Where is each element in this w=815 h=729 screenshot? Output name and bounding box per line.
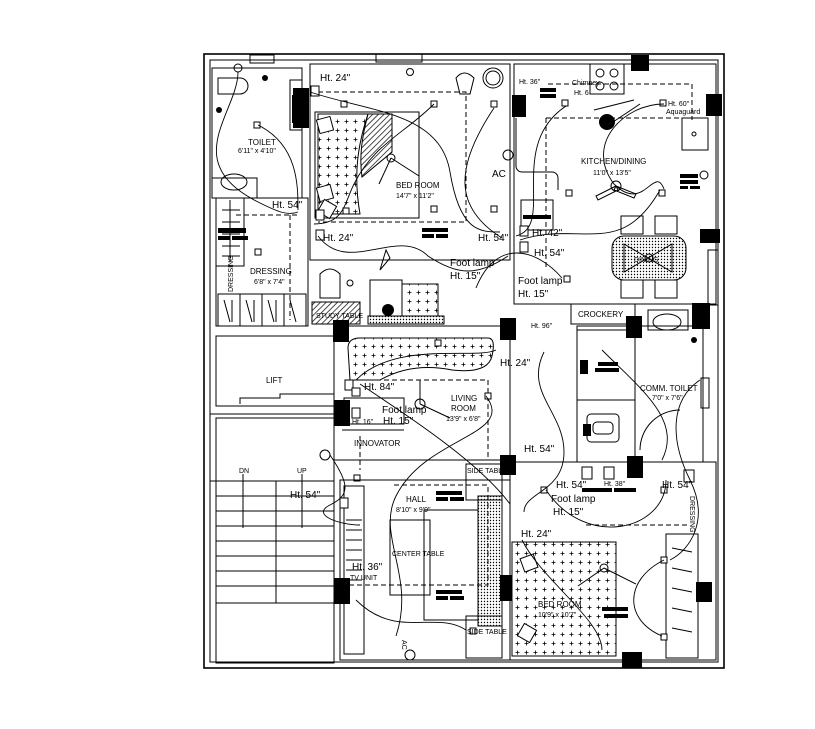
side-table-label-1: SIDE TABLE [467, 468, 507, 475]
living-label: LIVING [451, 394, 477, 403]
annotation: Ht. 54" [556, 480, 587, 491]
annotation: Ht. 15" [553, 507, 584, 518]
crockery-label: CROCKERY [578, 310, 624, 319]
chimney-label: Chimney [572, 80, 600, 87]
annotation: Foot lamp [518, 276, 563, 287]
annotation: Aquaguard [666, 109, 700, 116]
toilet-label: TOILET [248, 138, 276, 147]
annotation: Ht. 36" [352, 562, 383, 573]
annotation: Foot lamp [450, 258, 495, 269]
annotation: Ht. 36" [519, 79, 541, 86]
annotation: Ht. 54" [478, 233, 509, 244]
annotation: Ht. 84" [364, 382, 395, 393]
bedroom1-size: 14'7" x 11'2" [396, 193, 434, 200]
annotation: Ht. 6 [574, 90, 589, 97]
annotation: Ht. 54" [524, 444, 555, 455]
dressing-vertical-label-2: DRESSING [688, 496, 695, 533]
lift-label: LIFT [266, 376, 283, 385]
annotation: Ht. 15" [450, 271, 481, 282]
annotation: Ht. 16" [352, 419, 374, 426]
height-annotations: Ht. 24" Ht. 54" Ht. 24" Ht. 54" Ht. 42" … [272, 73, 700, 573]
outer-walls [203, 53, 725, 669]
annotation: Ht. 24" [500, 358, 531, 369]
dining-label: DINING [634, 257, 659, 264]
room-labels: TOILET 6'11" x 4'10" BED ROOM 14'7" x 11… [238, 138, 698, 619]
wiring [215, 71, 701, 651]
annotation: Ht. 60" [668, 101, 690, 108]
annotation: Ht. 54" [534, 248, 565, 259]
living-room [319, 318, 516, 482]
side-table-label-2: SIDE TABLE [467, 629, 507, 636]
hall-label: HALL [406, 495, 427, 504]
annotation: Ht. 42" [532, 228, 563, 239]
tv-unit-label: TV UNIT [350, 575, 378, 582]
bedroom2-label: BED ROOM [538, 600, 582, 609]
annotation: Ht. 24" [521, 529, 552, 540]
comm-toilet-size: 7'0" x 7'6" [652, 395, 683, 402]
dressing1-label: DRESSING [250, 267, 292, 276]
annotation: Ht. 38" [604, 481, 626, 488]
annotation: Foot lamp [382, 405, 427, 416]
dressing1-size: 6'8" x 7'4" [254, 279, 285, 286]
kitchen-dining [512, 55, 722, 306]
furniture-labels: DRESSING DRESSING STUDY TABLE CENTER TAB… [228, 80, 695, 650]
comm-toilet-label: COMM. TOILET [640, 384, 698, 393]
annotation: Ht. 24" [320, 73, 351, 84]
annotation: Ht. 54" [662, 480, 693, 491]
ac-label-1: AC [492, 169, 506, 180]
annotation: Ht. 15" [383, 416, 414, 427]
annotation: Ht. 54" [290, 490, 321, 501]
kitchen-size: 11'0" x 13'5" [593, 170, 631, 177]
living-size: 13'9" x 6'8" [446, 416, 481, 423]
living-label-2: ROOM [451, 404, 476, 413]
innovator-label: INNOVATOR [354, 439, 400, 448]
ac-label-2: AC [400, 640, 407, 650]
dressing-vertical-label-1: DRESSING [228, 255, 235, 292]
stair-labels: DN UP [239, 468, 307, 475]
annotation: Ht. 54" [272, 200, 303, 211]
kitchen-label: KITCHEN/DINING [581, 157, 646, 166]
hall-size: 8'10" x 9'9" [396, 507, 431, 514]
bedroom1-label: BED ROOM [396, 181, 440, 190]
annotation: Ht. 15" [518, 289, 549, 300]
dressing-room [215, 197, 309, 327]
centre-table-label: CENTER TABLE [392, 551, 445, 558]
stairs-down-label: DN [239, 468, 249, 475]
toilet-size: 6'11" x 4'10" [238, 148, 276, 155]
study-table-label: STUDY TABLE [316, 313, 363, 320]
bedroom2-size: 10'9" x 10'7" [538, 612, 577, 619]
annotation: Foot lamp [551, 494, 596, 505]
bedroom-2 [509, 461, 717, 668]
annotation: Ht. 24" [323, 233, 354, 244]
stairs-up-label: UP [297, 468, 307, 475]
bedroom-1 [293, 63, 514, 325]
annotation: Ht. 96" [531, 323, 553, 330]
